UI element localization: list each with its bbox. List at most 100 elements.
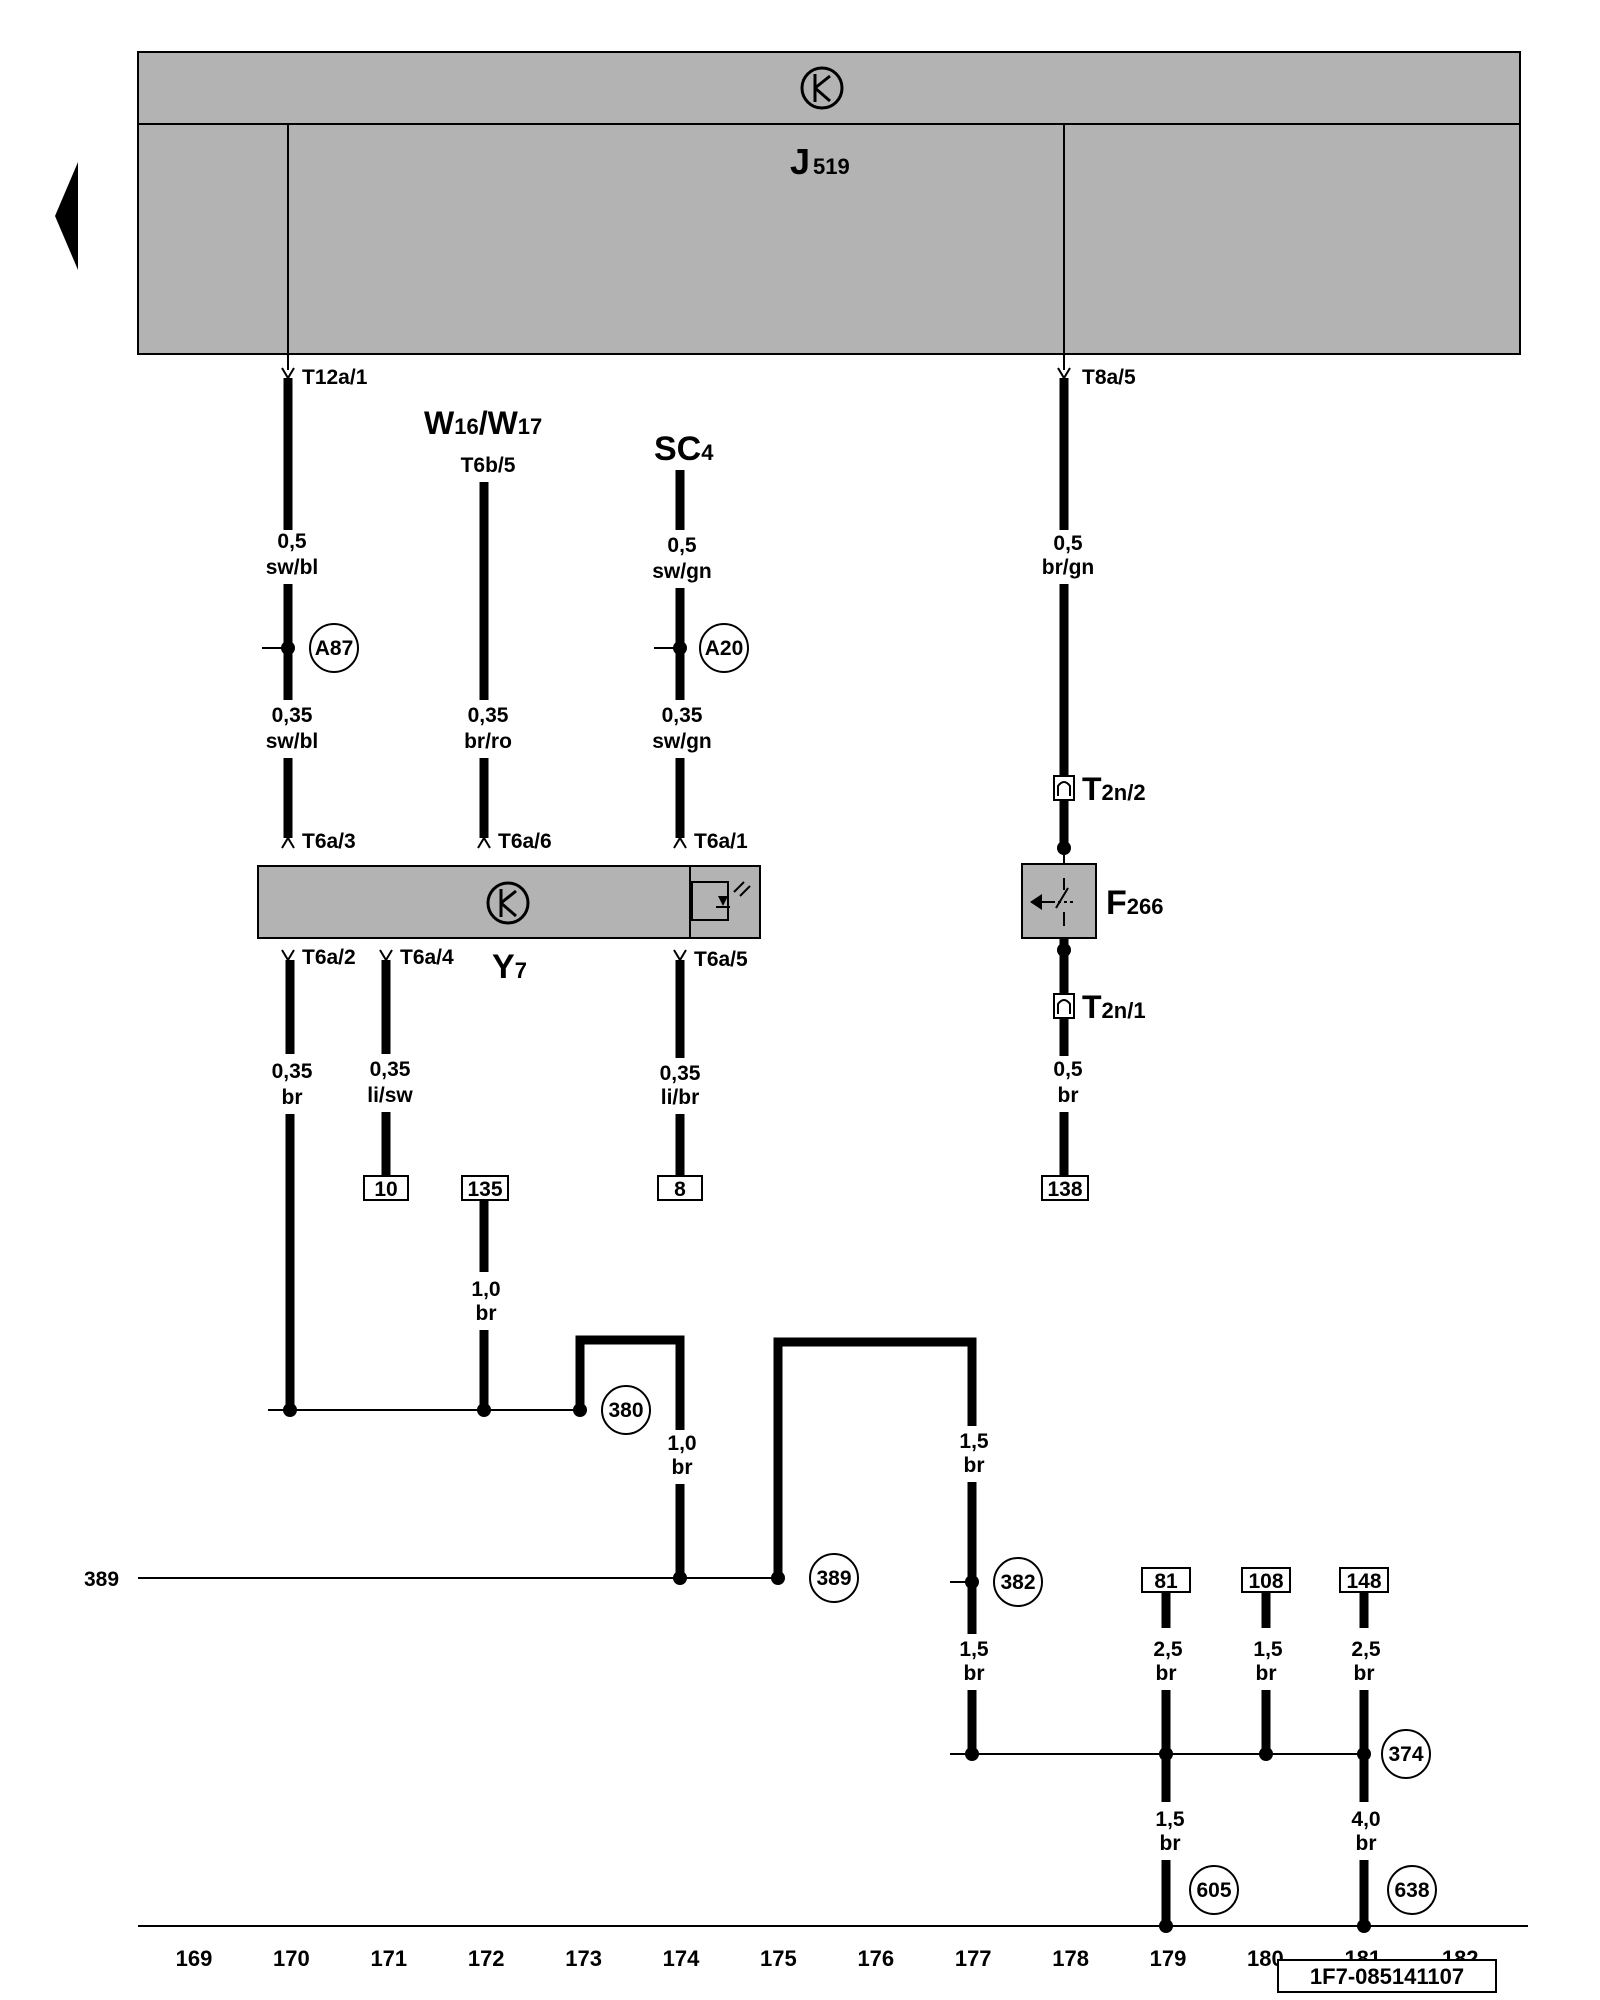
wire-color: sw/bl	[266, 556, 319, 579]
column-number: 174	[663, 1946, 700, 1971]
ref-circle-a87	[309, 623, 359, 673]
ref-circle-374	[1381, 1729, 1431, 1779]
component-y7	[257, 865, 761, 939]
switch-icon	[1030, 878, 1074, 926]
wire-size: 0,35	[660, 1062, 701, 1085]
column-number: 176	[857, 1946, 894, 1971]
wire-size: 0,5	[667, 534, 697, 557]
wire-color: br	[1256, 1662, 1277, 1685]
ref-box-138	[1041, 1175, 1089, 1201]
ref-box-label: 148	[1346, 1570, 1381, 1593]
wire-color: sw/gn	[652, 560, 712, 583]
wire-color: br/ro	[464, 730, 512, 753]
wire-color: br	[964, 1662, 985, 1685]
wire-size: 1,5	[1155, 1808, 1185, 1831]
wire-color: br	[1160, 1832, 1181, 1855]
wire-size: 4,0	[1351, 1808, 1380, 1831]
electronic-unit-icon	[800, 66, 844, 110]
wire-size: 0,5	[1053, 532, 1083, 555]
wire-size: 0,35	[468, 704, 509, 727]
splice-point	[965, 1747, 979, 1761]
ref-circle-label: A87	[315, 637, 354, 660]
pin-marker	[673, 836, 687, 849]
wire-size: 0,5	[1053, 1058, 1083, 1081]
diagram-id: 1F7-085141107	[1310, 1964, 1464, 1989]
ref-box-label: 81	[1154, 1570, 1178, 1593]
ref-box-label: 10	[374, 1178, 397, 1201]
pin-marker	[477, 836, 491, 849]
wire-size: 0,35	[370, 1058, 411, 1081]
wire-size: 1,5	[959, 1638, 989, 1661]
pin-label-t6a2: T6a/2	[302, 946, 356, 969]
component-label-f266: F266	[1106, 884, 1164, 922]
pin-label-t6b5: T6b/5	[461, 454, 516, 477]
component-label-y7: Y7	[492, 948, 527, 986]
ref-circle-label: 374	[1388, 1743, 1423, 1766]
pin-marker	[281, 836, 295, 849]
wire-size: 1,5	[1253, 1638, 1283, 1661]
wire-size: 2,5	[1351, 1638, 1381, 1661]
column-number: 169	[176, 1946, 213, 1971]
ref-circle-label: 382	[1000, 1571, 1035, 1594]
wire-size: 0,35	[662, 704, 703, 727]
pin-label-t6a5: T6a/5	[694, 948, 748, 971]
wire-size: 2,5	[1153, 1638, 1183, 1661]
wire-color: br	[476, 1302, 497, 1325]
wire-color: br	[672, 1456, 693, 1479]
ref-box-label: 108	[1248, 1570, 1283, 1593]
wire-color: sw/gn	[652, 730, 712, 753]
component-label-sc4: SC4	[654, 430, 714, 468]
wire-color: li/sw	[367, 1084, 413, 1107]
ref-box-81	[1141, 1567, 1191, 1593]
ref-box-label: 8	[674, 1178, 686, 1201]
left-triangle-arrow-icon[interactable]	[55, 162, 78, 270]
ref-circle-label: A20	[705, 637, 744, 660]
ref-circle-605	[1189, 1865, 1239, 1915]
pin-label-t6a4: T6a/4	[400, 946, 454, 969]
component-label-t2n2: T2n/2	[1082, 771, 1146, 807]
ref-box-label: 135	[467, 1178, 502, 1201]
ref-circle-389	[809, 1553, 859, 1603]
pin-label-t6a6: T6a/6	[498, 830, 552, 853]
column-number: 171	[370, 1946, 407, 1971]
pin-marker	[281, 949, 295, 962]
wire-color: br/gn	[1042, 556, 1095, 579]
ref-circle-label: 389	[816, 1567, 851, 1590]
wire-size: 1,5	[959, 1430, 989, 1453]
wire-size: 0,5	[277, 530, 307, 553]
ref-circle-label: 638	[1394, 1879, 1429, 1902]
wire-color: br	[1356, 1832, 1377, 1855]
electronic-unit-icon	[486, 881, 530, 925]
column-number: 179	[1150, 1946, 1187, 1971]
splice-point	[477, 1403, 491, 1417]
control-unit-j519	[137, 51, 1521, 355]
wire-color: br	[1058, 1084, 1079, 1107]
left-ref-389: 389	[84, 1568, 119, 1591]
ref-circle-label: 605	[1196, 1879, 1231, 1902]
pin-marker	[673, 949, 687, 962]
ref-box-10	[363, 1175, 409, 1201]
ref-circle-382	[993, 1557, 1043, 1607]
wire-size: 0,35	[272, 1060, 313, 1083]
light-sensor-icon	[691, 881, 751, 921]
pin-label-t6a3: T6a/3	[302, 830, 356, 853]
pin-label-t6a1: T6a/1	[694, 830, 748, 853]
ref-circle-380	[601, 1385, 651, 1435]
column-number: 178	[1052, 1946, 1089, 1971]
component-label-w16-w17: W16/W17	[424, 405, 542, 441]
column-number: 172	[468, 1946, 505, 1971]
wire-size: 1,0	[667, 1432, 696, 1455]
wire-color: br	[1354, 1662, 1375, 1685]
wire-color: br	[282, 1086, 303, 1109]
pin-label-t8a5: T8a/5	[1082, 366, 1136, 389]
diagram-id-box	[1277, 1959, 1497, 1993]
ref-box-label: 138	[1047, 1178, 1082, 1201]
ref-circle-label: 380	[608, 1399, 643, 1422]
splice-point	[281, 641, 295, 655]
splice-point	[965, 1575, 979, 1589]
connector-icon	[1053, 993, 1075, 1019]
column-number: 175	[760, 1946, 797, 1971]
